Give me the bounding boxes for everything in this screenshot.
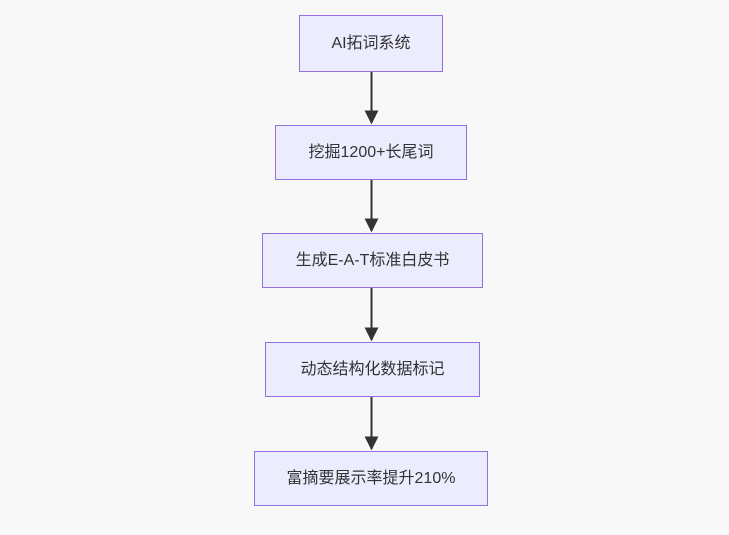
flow-node-label: 动态结构化数据标记 (300, 360, 445, 378)
flow-node-rich-snippet-result: 富摘要展示率提升210% (254, 451, 488, 506)
flow-node-label: 挖掘1200+长尾词 (308, 143, 434, 161)
flow-node-label: AI拓词系统 (331, 34, 411, 52)
flow-node-label: 富摘要展示率提升210% (286, 469, 456, 487)
flow-node-label: 生成E-A-T标准白皮书 (295, 251, 450, 269)
flow-node-structured-data: 动态结构化数据标记 (265, 342, 480, 397)
flow-node-eat-whitepaper: 生成E-A-T标准白皮书 (262, 233, 483, 288)
flow-node-longtail-mining: 挖掘1200+长尾词 (275, 125, 467, 180)
flow-node-ai-word-system: AI拓词系统 (299, 15, 443, 72)
